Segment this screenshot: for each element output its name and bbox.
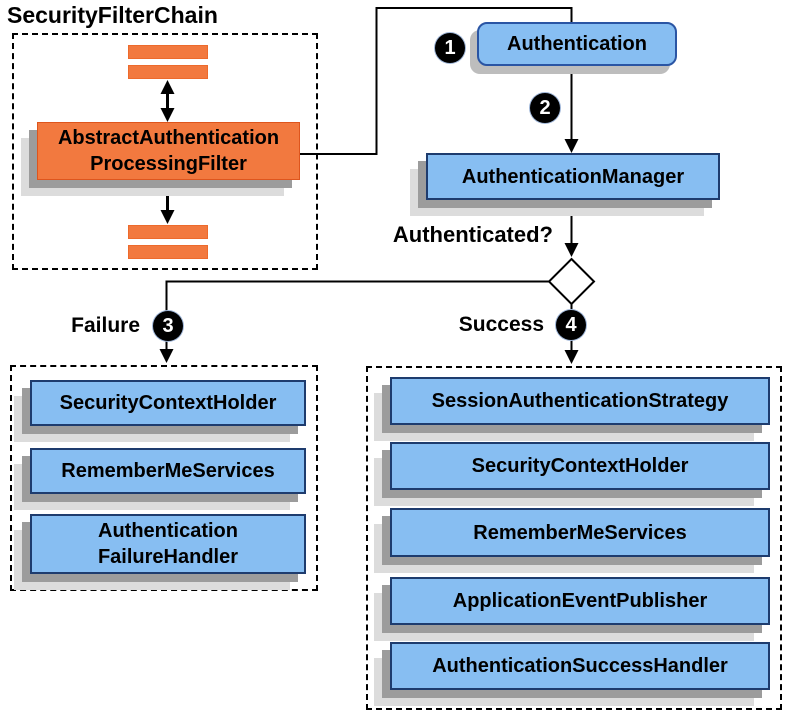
security-context-holder-failure-label: SecurityContextHolder: [59, 392, 277, 414]
authentication-failure-handler-box: Authentication FailureHandler: [30, 514, 306, 574]
security-filter-chain-box: [12, 33, 318, 270]
session-authentication-strategy-label: SessionAuthenticationStrategy: [431, 390, 729, 412]
security-context-holder-success-label: SecurityContextHolder: [471, 455, 689, 477]
step-1-badge: 1: [435, 33, 465, 63]
authenticated-question-label: Authenticated?: [392, 222, 553, 247]
failure-handlers-box: [10, 365, 318, 591]
filter-bar-icon: [128, 65, 208, 79]
failure-branch-label: Failure: [71, 314, 140, 337]
security-context-holder-success-box: SecurityContextHolder: [390, 442, 770, 490]
authentication-box: Authentication: [477, 22, 677, 66]
step-2-badge: 2: [530, 93, 560, 123]
arrowhead-down-bottom: [160, 210, 175, 224]
authentication-manager-label: AuthenticationManager: [461, 165, 685, 188]
arrowhead-success: [564, 350, 579, 364]
step-4-badge: 4: [556, 310, 586, 340]
authentication-success-handler-box: AuthenticationSuccessHandler: [390, 642, 770, 690]
remember-me-services-success-box: RememberMeServices: [390, 508, 770, 557]
filter-bar-icon: [128, 245, 208, 259]
remember-me-services-failure-box: RememberMeServices: [30, 448, 306, 494]
filter-bar-icon: [128, 45, 208, 59]
step-2-number: 2: [539, 96, 551, 119]
filter-label-line1: AbstractAuthentication: [57, 127, 280, 149]
abstract-authentication-processing-filter-box: AbstractAuthentication ProcessingFilter: [37, 122, 300, 180]
decision-diamond: [547, 257, 596, 306]
authentication-failure-handler-line2: FailureHandler: [97, 546, 239, 568]
session-authentication-strategy-box: SessionAuthenticationStrategy: [390, 377, 770, 425]
application-event-publisher-box: ApplicationEventPublisher: [390, 577, 770, 625]
arrowhead-up-bottom: [160, 182, 175, 196]
authentication-label: Authentication: [507, 33, 647, 55]
step-4-number: 4: [565, 313, 577, 336]
arrowhead-up-top: [160, 80, 175, 94]
remember-me-services-failure-label: RememberMeServices: [61, 460, 275, 482]
filter-bar-icon: [128, 225, 208, 239]
authentication-success-handler-label: AuthenticationSuccessHandler: [432, 655, 728, 677]
application-event-publisher-label: ApplicationEventPublisher: [452, 590, 708, 612]
step-1-number: 1: [444, 36, 456, 59]
arrowhead-failure: [159, 349, 174, 363]
step-3-number: 3: [162, 314, 174, 337]
arrowhead-down-top: [160, 108, 175, 122]
authentication-failure-handler-line1: Authentication: [98, 520, 238, 542]
filter-label-line2: ProcessingFilter: [90, 153, 247, 175]
authentication-manager-box: AuthenticationManager: [426, 153, 720, 200]
step-3-badge: 3: [153, 311, 183, 341]
arrowhead-to-decision: [564, 243, 579, 257]
security-filter-chain-title: SecurityFilterChain: [7, 2, 218, 28]
arrowhead-to-manager: [564, 139, 579, 153]
success-handlers-box: [366, 366, 782, 710]
remember-me-services-success-label: RememberMeServices: [473, 521, 687, 544]
security-context-holder-failure-box: SecurityContextHolder: [30, 380, 306, 426]
filter-to-authentication-connector: [300, 7, 573, 155]
success-branch-label: Success: [458, 313, 544, 336]
